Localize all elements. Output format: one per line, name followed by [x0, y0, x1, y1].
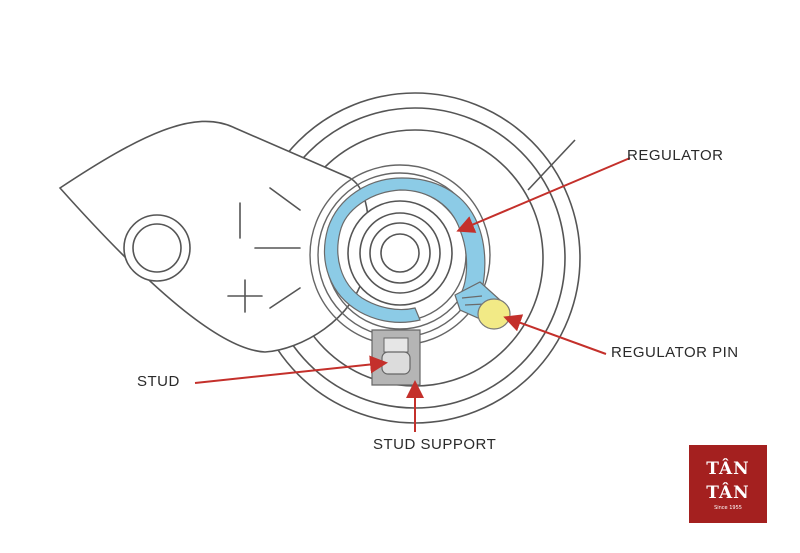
label-stud: STUD — [137, 373, 180, 390]
regulator-arrow — [456, 157, 631, 233]
stud-arrow — [194, 355, 388, 384]
regulator-pin — [477, 298, 511, 330]
stud — [381, 351, 411, 375]
brand-logo: TÂN TÂN Since 1955 — [689, 445, 767, 523]
balance-hub — [347, 200, 453, 306]
index-marks — [227, 187, 301, 313]
logo-line-2: TÂN — [706, 483, 750, 503]
label-regulator-pin: REGULATOR PIN — [611, 344, 739, 361]
label-regulator: REGULATOR — [627, 147, 724, 164]
logo-tagline: Since 1955 — [714, 505, 742, 511]
regulator-pin-arrow — [503, 314, 607, 355]
balance-cock — [58, 120, 370, 353]
logo-line-1: TÂN — [706, 459, 750, 479]
label-stud-support: STUD SUPPORT — [373, 436, 497, 453]
callout-arrows — [194, 157, 631, 432]
